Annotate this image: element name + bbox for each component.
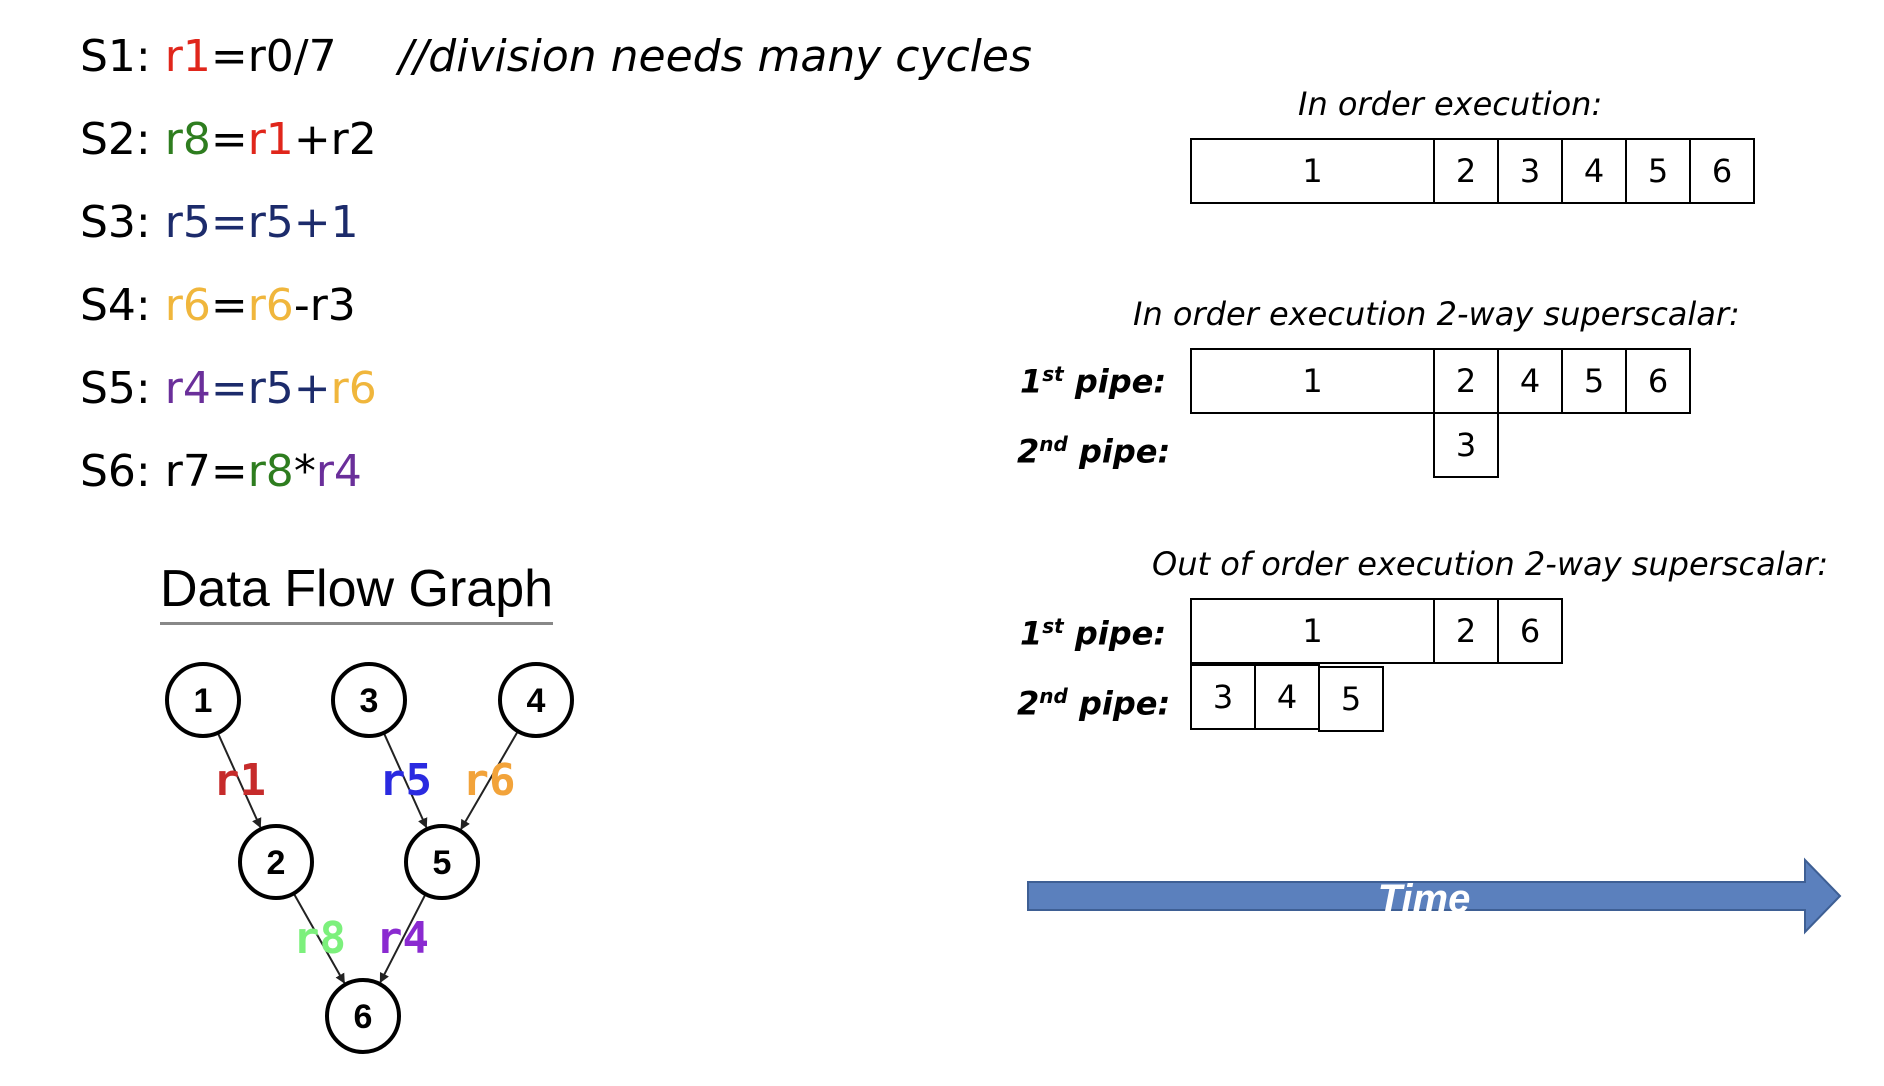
expression: +r2: [293, 114, 377, 165]
pipe-text: pipe:: [1063, 614, 1167, 653]
slot-box: 3: [1190, 664, 1256, 730]
slot-box: 3: [1497, 138, 1563, 204]
dfg-edge-label: r4: [376, 913, 429, 964]
slot-box: 5: [1561, 348, 1627, 414]
dest-register: r7: [164, 446, 211, 497]
pipe-label-ooo2-first: 1st pipe:: [1020, 616, 1166, 650]
statement-label: S5:: [80, 363, 151, 414]
statement-label: S4:: [80, 280, 151, 331]
slot-box: 2: [1433, 138, 1499, 204]
dfg-node-label: 2: [267, 844, 286, 882]
section-title-inorder-2way: In order execution 2-way superscalar:: [1133, 295, 1740, 333]
slot-box: 6: [1497, 598, 1563, 664]
dest-register: r8: [164, 114, 211, 165]
source-register: r8: [247, 446, 294, 497]
expression: =r5+1: [210, 197, 359, 248]
code-line-s1: S1: r1=r0/7//division needs many cycles: [80, 35, 1032, 79]
pipe-text: pipe:: [1063, 362, 1167, 401]
statement-label: S2:: [80, 114, 151, 165]
source-register: r6: [330, 363, 377, 414]
section-title-ooo-2way: Out of order execution 2-way superscalar…: [1152, 545, 1829, 583]
dest-register: r4: [164, 363, 211, 414]
pipe-ordinal: nd: [1039, 684, 1068, 708]
slot-box: 2: [1433, 348, 1499, 414]
dfg-node-5: [404, 824, 480, 900]
slot-box: 4: [1254, 664, 1320, 730]
pipe-number: 2: [1017, 432, 1040, 471]
dfg-edge-5-6: [379, 893, 427, 984]
expression: =r0/7: [210, 31, 337, 82]
time-arrow-shape: [1027, 857, 1842, 935]
time-label: Time: [1378, 877, 1471, 921]
slot-box: 1: [1190, 598, 1435, 664]
dfg-node-6: [325, 978, 401, 1054]
dfg-edge-label: r5: [379, 755, 432, 806]
statement-label: S1:: [80, 31, 151, 82]
slot-box: 6: [1689, 138, 1755, 204]
dfg-node-label: 3: [360, 682, 379, 720]
pipe-number: 1: [1020, 362, 1043, 401]
code-line-s6: S6: r7=r8*r4: [80, 450, 362, 494]
dfg-node-label: 6: [354, 998, 373, 1036]
slot-box: 3: [1433, 412, 1499, 478]
dfg-node-1: [165, 662, 241, 738]
dest-register: r6: [164, 280, 211, 331]
dataflow-graph-title: Data Flow Graph: [160, 560, 554, 625]
code-line-s4: S4: r6=r6-r3: [80, 284, 356, 328]
code-line-s5: S5: r4=r5+r6: [80, 367, 377, 411]
dest-register: r5: [164, 197, 211, 248]
pipe-text: pipe:: [1067, 432, 1171, 471]
pipe-ordinal: st: [1042, 614, 1064, 638]
slot-box: 5: [1625, 138, 1691, 204]
dest-register: r1: [164, 31, 211, 82]
dfg-node-4: [498, 662, 574, 738]
equals-sign: =: [210, 446, 248, 497]
source-register: r4: [315, 446, 362, 497]
slot-box: 4: [1561, 138, 1627, 204]
pipe-number: 1: [1020, 614, 1043, 653]
equals-sign: =: [210, 114, 248, 165]
operator: *: [293, 446, 316, 497]
dfg-node-label: 5: [433, 844, 452, 882]
slot-box: 6: [1625, 348, 1691, 414]
slot-box: 1: [1190, 138, 1435, 204]
expression: -r3: [293, 280, 356, 331]
source-register: r1: [247, 114, 294, 165]
pipe-label-ooo2-second: 2nd pipe:: [1017, 686, 1170, 720]
pipe-label-inorder2-first: 1st pipe:: [1020, 364, 1166, 398]
section-title-inorder: In order execution:: [1298, 85, 1603, 123]
dfg-edge-label: r6: [463, 755, 516, 806]
equals-sign: =: [210, 280, 248, 331]
dfg-node-label: 1: [194, 682, 213, 720]
code-comment: //division needs many cycles: [398, 31, 1032, 82]
pipe-label-inorder2-second: 2nd pipe:: [1017, 434, 1170, 468]
dfg-node-2: [238, 824, 314, 900]
pipe-ordinal: nd: [1039, 432, 1068, 456]
statement-label: S6:: [80, 446, 151, 497]
expression: =r5+: [210, 363, 331, 414]
dfg-edge-4-5: [460, 730, 519, 830]
dfg-edge-2-6: [292, 892, 346, 984]
dfg-edge-1-2: [216, 732, 262, 829]
pipe-number: 2: [1017, 684, 1040, 723]
code-line-s3: S3: r5=r5+1: [80, 201, 359, 245]
dfg-edge-label: r8: [293, 913, 346, 964]
code-line-s2: S2: r8=r1+r2: [80, 118, 377, 162]
dfg-node-3: [331, 662, 407, 738]
source-register: r6: [247, 280, 294, 331]
dfg-node-label: 4: [527, 682, 546, 720]
statement-label: S3:: [80, 197, 151, 248]
pipe-ordinal: st: [1042, 362, 1064, 386]
pipe-text: pipe:: [1067, 684, 1171, 723]
dfg-edge-3-5: [382, 732, 428, 829]
dfg-edge-label: r1: [213, 755, 266, 806]
slot-box: 5: [1318, 666, 1384, 732]
